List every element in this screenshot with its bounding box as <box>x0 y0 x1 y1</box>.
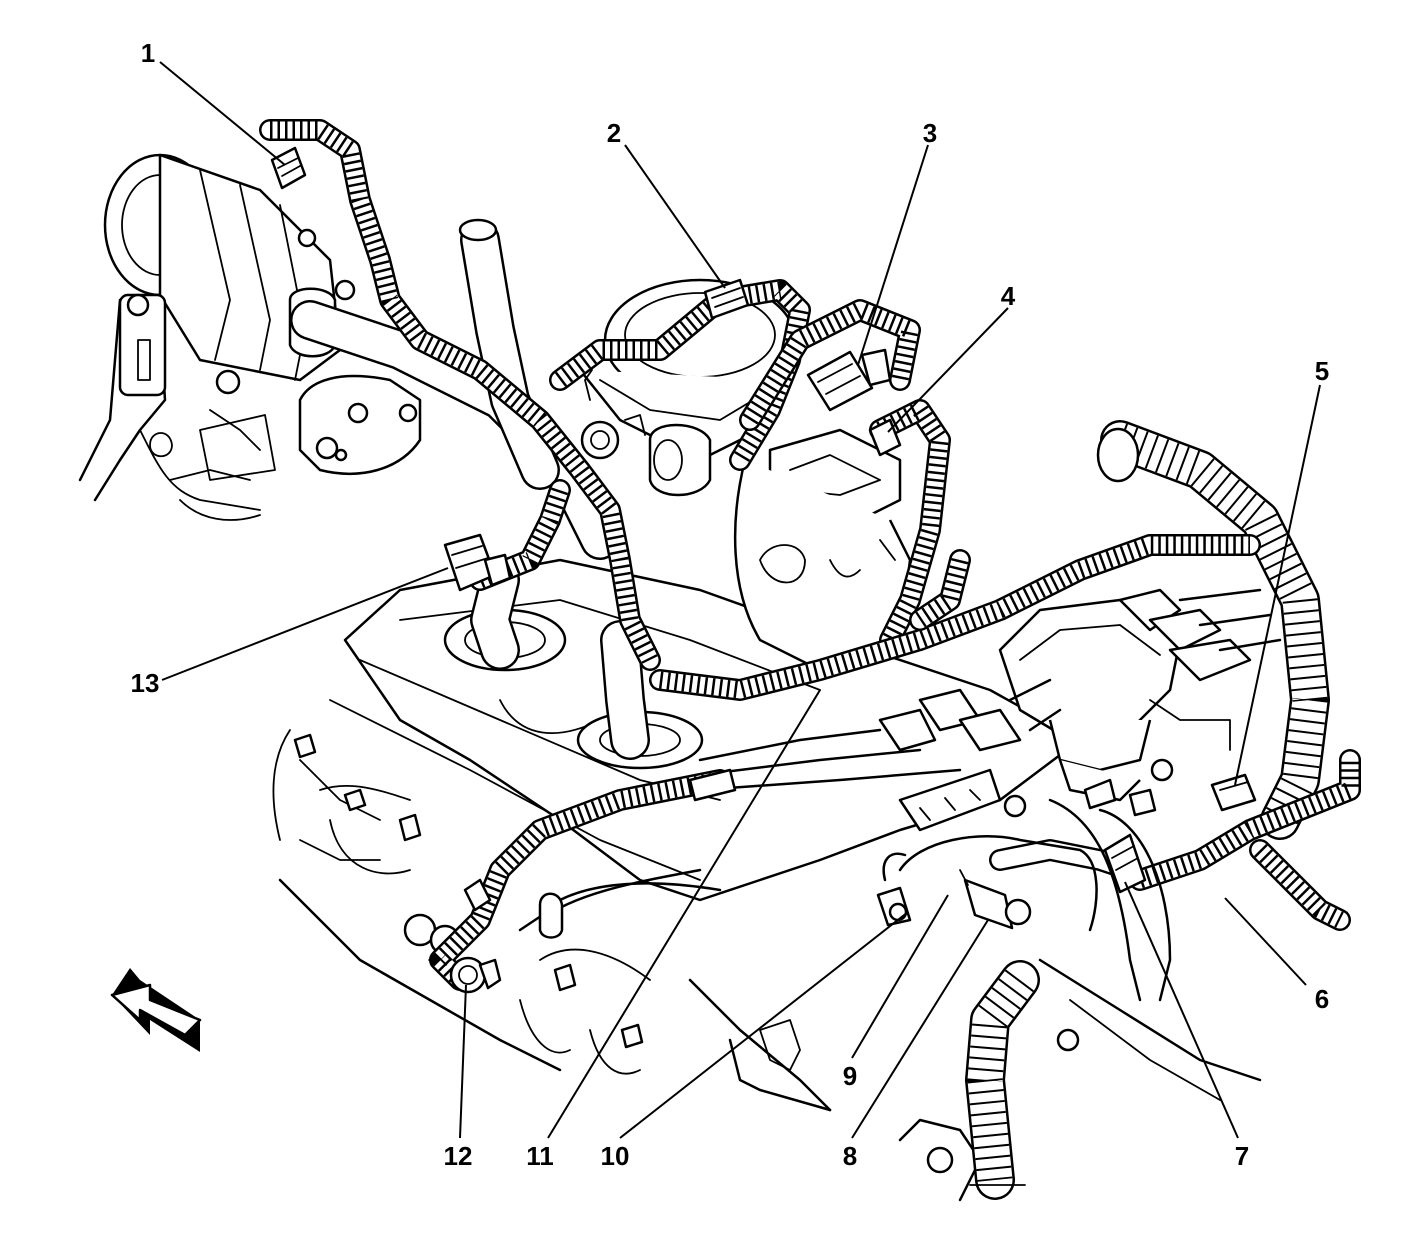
leader-3 <box>857 144 929 366</box>
callout-1: 1 <box>141 38 155 68</box>
callout-2: 2 <box>607 118 621 148</box>
connector-13 <box>443 533 512 592</box>
callout-5: 5 <box>1315 356 1329 386</box>
callout-10: 10 <box>601 1141 630 1171</box>
ignition-module <box>733 428 912 672</box>
coil-bracket <box>898 699 1231 832</box>
callout-7: 7 <box>1235 1141 1249 1171</box>
callout-12: 12 <box>444 1141 473 1171</box>
leader-11 <box>547 689 821 1139</box>
egr-valve-assembly <box>579 278 797 497</box>
connectors <box>270 146 1257 1049</box>
callout-9: 9 <box>843 1061 857 1091</box>
spark-plug-wires <box>698 588 1282 792</box>
callout-labels: 1 2 3 4 5 6 7 8 9 10 11 12 13 <box>131 38 1330 1171</box>
sensor-wires <box>518 798 1172 1002</box>
connector-2 <box>703 278 750 320</box>
connector-5 <box>1210 773 1257 812</box>
callout-4: 4 <box>1001 281 1016 311</box>
wiring-harness <box>259 119 1361 991</box>
leader-5 <box>1234 384 1321 786</box>
leader-10 <box>619 911 909 1139</box>
leader-9 <box>851 894 949 1059</box>
leader-2 <box>624 144 726 289</box>
callout-3: 3 <box>923 118 937 148</box>
leader-4 <box>887 307 1009 433</box>
callout-6: 6 <box>1315 984 1329 1014</box>
distributor <box>998 588 1252 802</box>
callout-13: 13 <box>131 668 160 698</box>
leader-6 <box>1224 897 1307 986</box>
connector-1 <box>270 146 307 190</box>
leader-1 <box>159 61 286 166</box>
sensor-8 <box>959 869 1032 930</box>
leader-12 <box>459 984 467 1139</box>
leader-lines <box>159 61 1321 1139</box>
leader-7 <box>1124 881 1239 1139</box>
connector-9 <box>876 886 912 927</box>
connector-7 <box>1103 833 1147 894</box>
connector-12 <box>449 956 502 994</box>
callout-11: 11 <box>526 1141 554 1171</box>
front-direction-arrow-icon <box>110 968 202 1052</box>
leader-8 <box>851 919 989 1139</box>
leader-13 <box>161 567 449 681</box>
connector-3 <box>806 348 892 412</box>
callout-8: 8 <box>843 1141 857 1171</box>
